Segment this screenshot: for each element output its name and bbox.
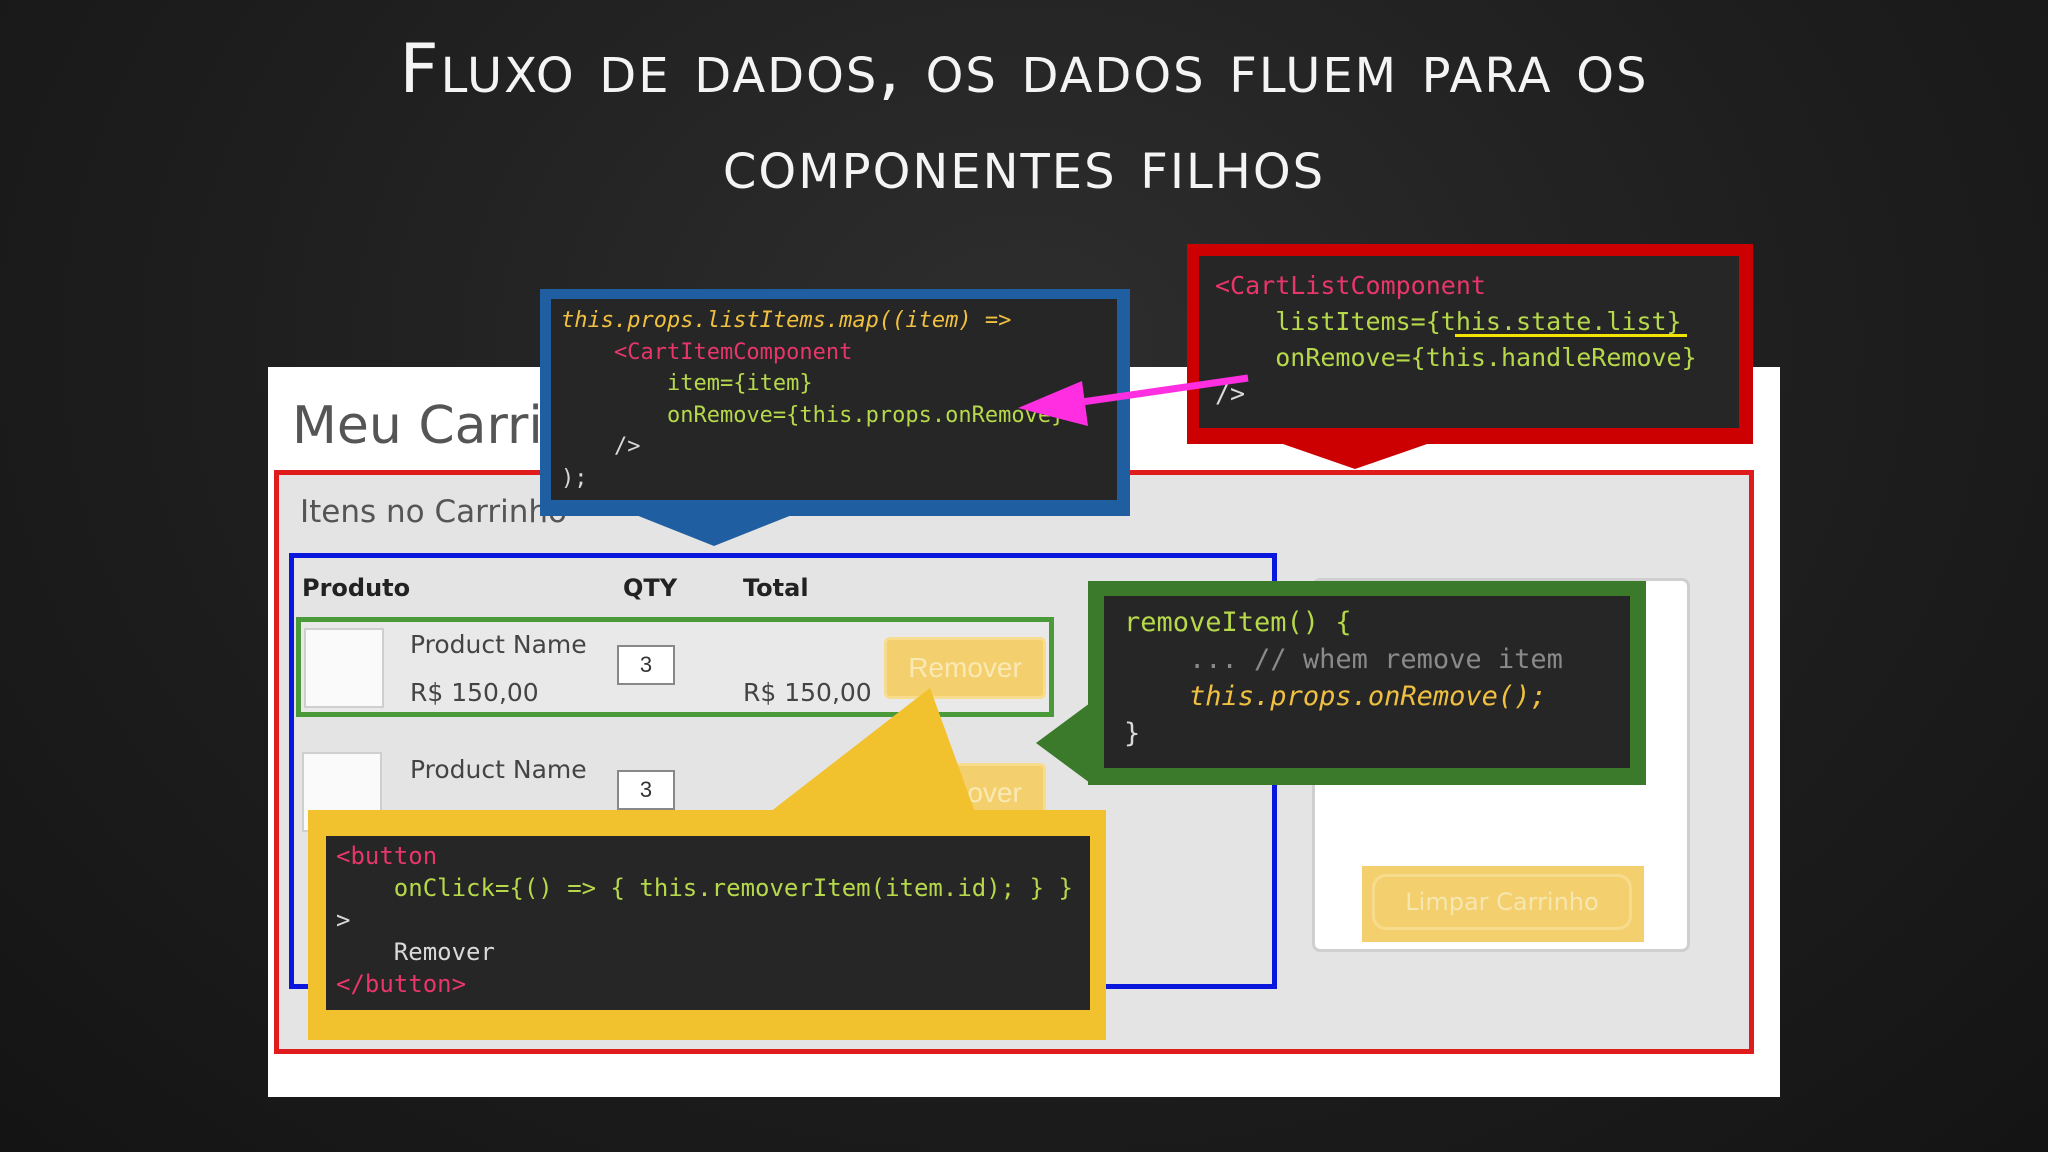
map-callout-pointer xyxy=(636,515,792,546)
product-price: R$ 150,00 xyxy=(410,678,539,707)
product-name: Product Name xyxy=(410,755,587,784)
code-remove-line-1: removeItem() { xyxy=(1124,607,1352,638)
code-button-line-4: Remover xyxy=(393,938,495,966)
code-map-line-4: onRemove={this.props.onRemove} xyxy=(666,402,1065,428)
code-cartlist-line-3: onRemove={this.handleRemove} xyxy=(1275,343,1697,372)
quantity-field[interactable]: 3 xyxy=(617,645,675,685)
code-remove-line-4: } xyxy=(1124,718,1141,749)
code-map-line-1: this.props.listItems.map((item) => xyxy=(561,308,1012,333)
code-map-line-2: <CartItemComponent xyxy=(613,339,853,365)
code-button-line-2: onClick={() => { this.removerItem(item.i… xyxy=(393,874,1073,902)
remove-item-callout-pointer xyxy=(1036,703,1090,783)
slide-title-line-2: componentes filhos xyxy=(722,126,1326,205)
quantity-field[interactable]: 3 xyxy=(617,770,675,810)
product-thumbnail xyxy=(304,628,384,708)
code-cartlist-line-1: <CartListComponent xyxy=(1215,271,1486,300)
column-header-produto: Produto xyxy=(302,574,411,602)
column-header-qty: QTY xyxy=(623,574,678,602)
clear-cart-button[interactable]: Limpar Carrinho xyxy=(1372,874,1632,930)
button-code-block: <button onClick={() => { this.removerIte… xyxy=(326,836,1090,1010)
code-map-line-5: /> xyxy=(613,434,641,459)
remove-item-button[interactable]: Remover xyxy=(884,637,1046,699)
cart-section-label: Itens no Carrinho xyxy=(300,494,567,530)
code-button-line-1: <button xyxy=(336,842,438,870)
code-button-line-5: </button> xyxy=(336,970,467,998)
cart-list-code-block: <CartListComponent listItems={this.state… xyxy=(1199,256,1739,428)
product-name: Product Name xyxy=(410,630,587,659)
column-header-total: Total xyxy=(743,574,809,602)
code-map-line-6: ); xyxy=(561,465,588,491)
code-remove-line-2: ... // whem remove item xyxy=(1189,644,1563,675)
row-total: R$ 150,00 xyxy=(743,678,872,707)
remove-item-code-block: removeItem() { ... // whem remove item t… xyxy=(1104,596,1630,768)
cart-list-callout-pointer xyxy=(1280,443,1430,469)
button-callout-pointer xyxy=(770,688,975,812)
state-list-underline xyxy=(1455,334,1687,337)
code-cartlist-line-2: listItems={this.state.list} xyxy=(1275,307,1682,336)
slide-title: Fluxo de dados, os dados fluem para os c… xyxy=(0,22,2048,214)
code-map-line-3: item={item} xyxy=(666,371,813,396)
code-remove-line-3: this.props.onRemove(); xyxy=(1189,681,1547,712)
code-button-line-3: > xyxy=(336,906,351,934)
slide-title-line-1: Fluxo de dados, os dados fluem para os xyxy=(399,30,1649,109)
